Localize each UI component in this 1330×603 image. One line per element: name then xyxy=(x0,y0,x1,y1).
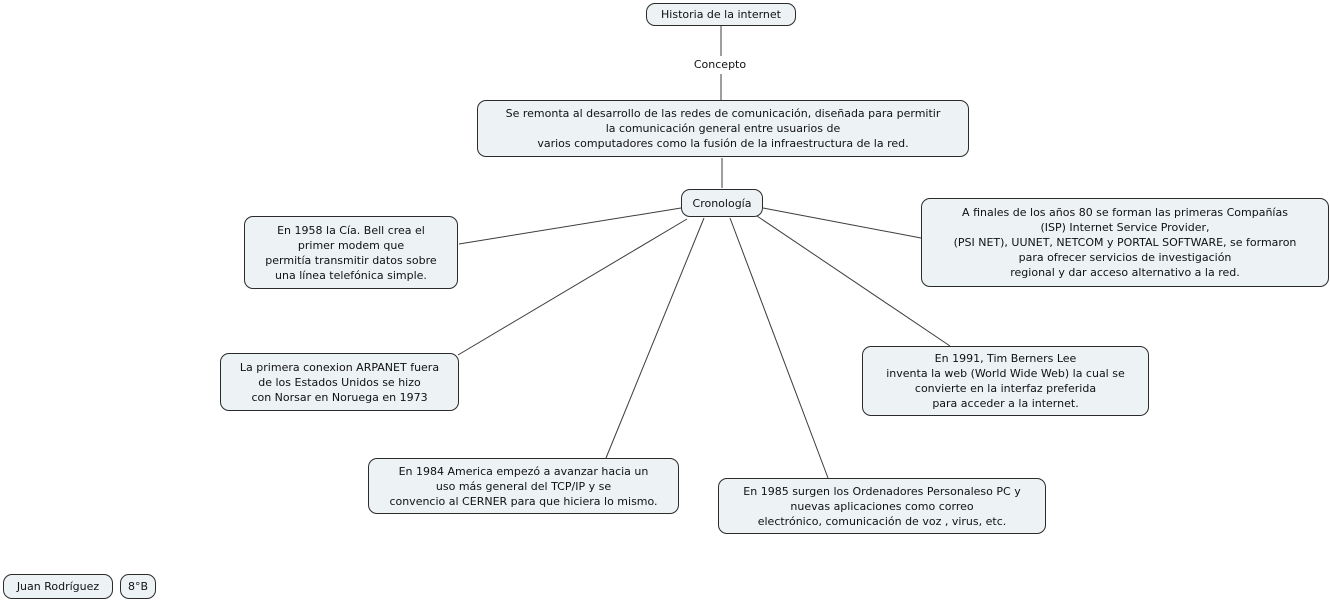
node-event-arpanet-1973[interactable]: La primera conexion ARPANET fuera de los… xyxy=(220,353,459,411)
edge-cronologia-to-1985 xyxy=(729,217,829,479)
node-event-1984-tcpip[interactable]: En 1984 America empezó a avanzar hacia u… xyxy=(368,458,679,514)
node-concepto-definition[interactable]: Se remonta al desarrollo de las redes de… xyxy=(477,100,969,157)
grade-badge[interactable]: 8°B xyxy=(120,574,156,599)
edge-cronologia-to-1958 xyxy=(458,207,682,245)
edge-cronologia-to-arpanet xyxy=(457,218,688,356)
node-event-isp-anos-80[interactable]: A finales de los años 80 se forman las p… xyxy=(921,198,1329,287)
node-event-1958-modem[interactable]: En 1958 la Cía. Bell crea el primer mode… xyxy=(244,216,458,289)
author-badge[interactable]: Juan Rodríguez xyxy=(3,574,113,599)
edge-cronologia-to-isp xyxy=(762,207,922,239)
node-event-1985-pc[interactable]: En 1985 surgen los Ordenadores Personale… xyxy=(718,478,1046,534)
node-cronologia[interactable]: Cronología xyxy=(681,189,763,217)
node-historia-title[interactable]: Historia de la internet xyxy=(646,3,796,26)
node-event-1991-www[interactable]: En 1991, Tim Berners Lee inventa la web … xyxy=(862,346,1149,416)
edge-cronologia-to-1984 xyxy=(605,217,705,459)
link-label-concepto[interactable]: Concepto xyxy=(693,58,747,71)
